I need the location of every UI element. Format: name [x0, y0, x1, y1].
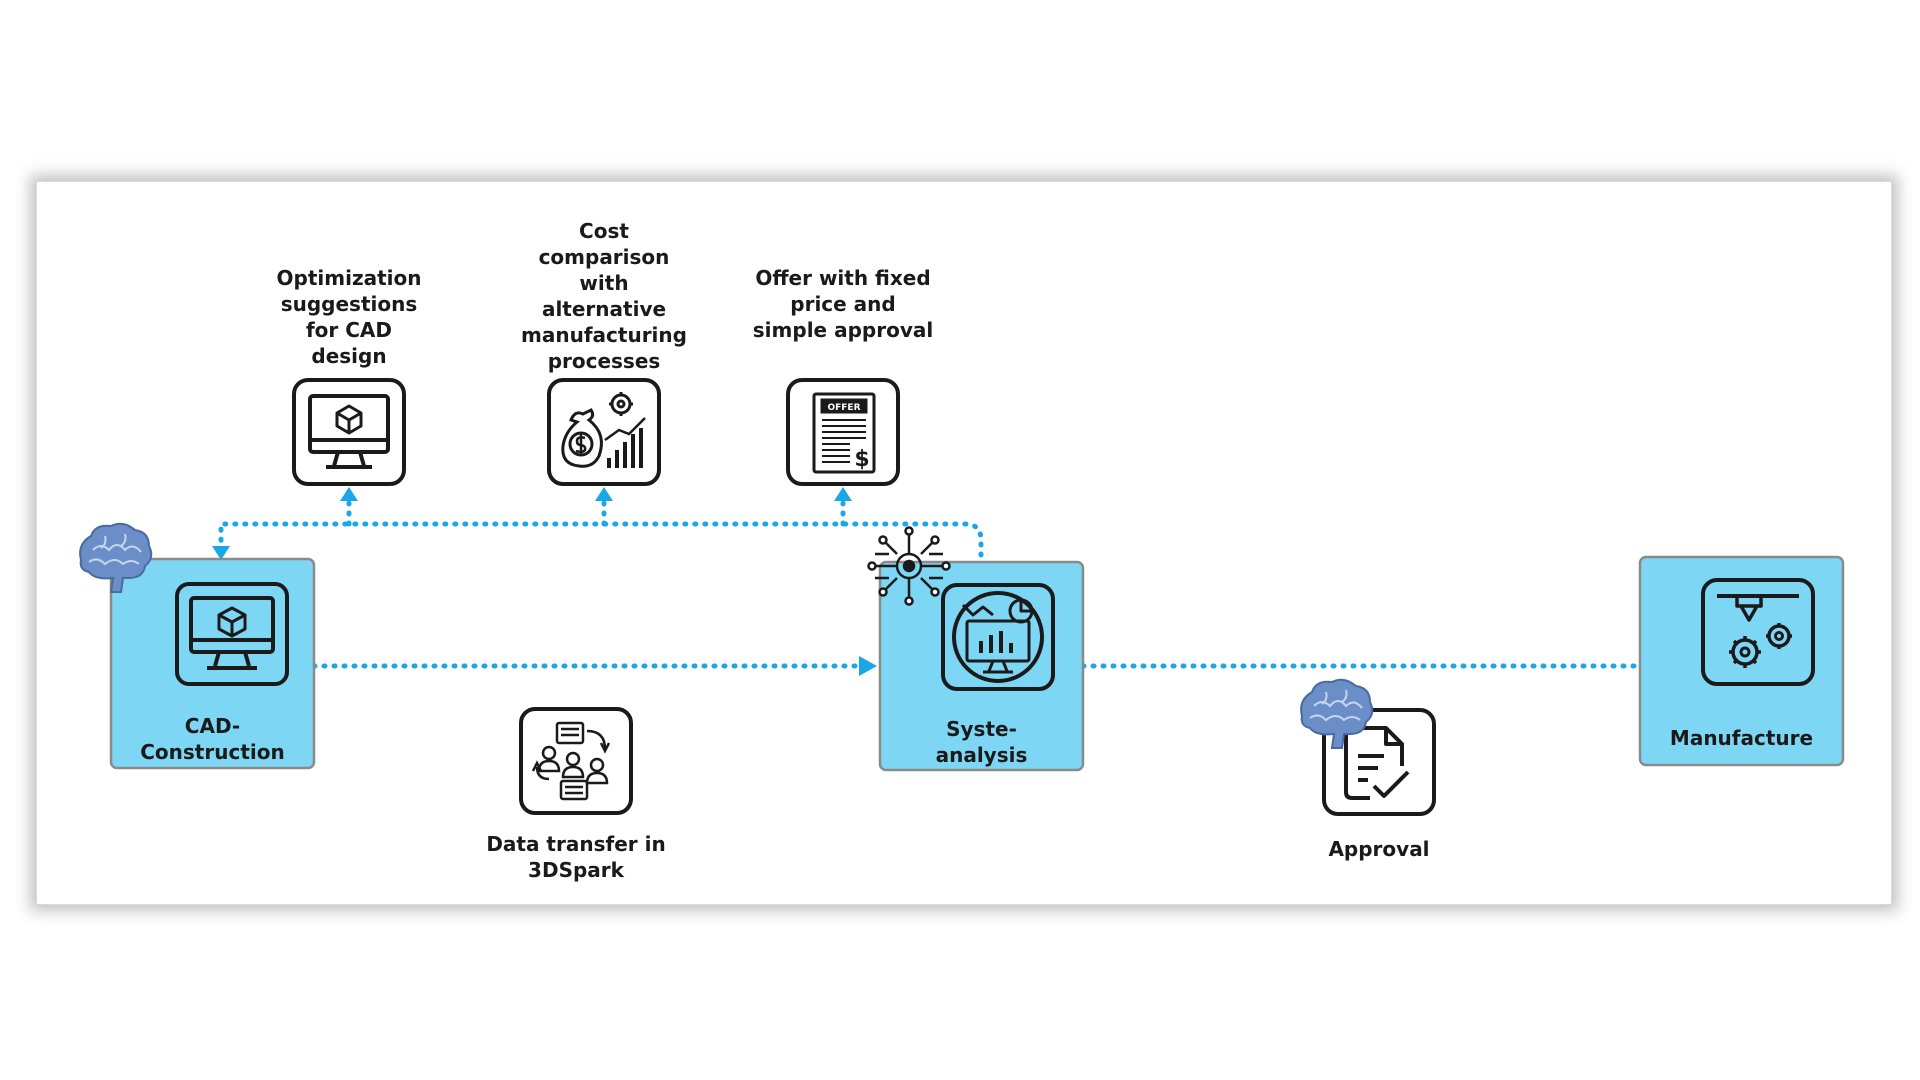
data-transfer-icon-box: [519, 707, 633, 815]
arrowhead-optimization: [340, 487, 358, 501]
data-transfer-label: Data transfer in 3DSpark: [486, 832, 666, 882]
systemanalysis-label: Syste- analysis: [935, 717, 1028, 767]
approval-icon-box: [1322, 708, 1436, 816]
brain-icon: [79, 522, 153, 593]
cost-comparison-label: Cost comparison with alternative manufac…: [521, 219, 687, 373]
document-check-icon: [1344, 726, 1410, 800]
dollar-sign-text: $: [854, 447, 869, 472]
brain-icon: [1300, 678, 1374, 749]
arrowhead-cost: [595, 487, 613, 501]
monitor-cube-icon: [308, 394, 390, 469]
monitor-analytics-icon: [941, 583, 1055, 691]
arrowhead-cad: [212, 546, 230, 560]
connectors: [218, 497, 1638, 669]
process-diagram: OFFER $: [79, 378, 1845, 816]
cost-icon-box: [547, 378, 661, 486]
offer-label: Offer with fixed price and simple approv…: [752, 266, 934, 342]
arrowhead-offer: [834, 487, 852, 501]
offer-icon-box: OFFER $: [786, 378, 900, 486]
optimization-icon-box: [292, 378, 406, 486]
diagram-frame: OFFER $: [36, 181, 1892, 905]
data-transfer-people-icon: [531, 721, 611, 801]
optimization-label: Optimization suggestions for CAD design: [276, 266, 422, 368]
offer-document-icon: [812, 392, 876, 474]
neural-network-icon: [867, 526, 951, 606]
cad-construction-label: CAD- Construction: [140, 714, 285, 764]
feedback-loop-line: [218, 521, 984, 568]
offer-sign-text: OFFER: [827, 403, 860, 413]
arrowhead-analysis: [859, 656, 877, 676]
money-bag-chart-icon: [561, 392, 646, 468]
3d-printer-gears-icon: [1701, 578, 1815, 686]
manufacture-label: Manufacture: [1669, 726, 1814, 750]
approval-label: Approval: [1328, 837, 1430, 861]
monitor-cube-icon: [175, 582, 289, 686]
